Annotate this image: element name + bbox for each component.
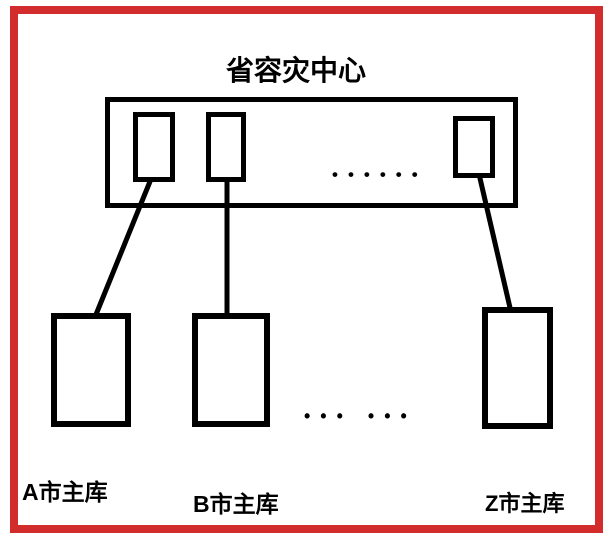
dr-slot-n-box	[453, 116, 495, 178]
city-a-db-label: A市主库	[22, 479, 108, 505]
diagram-title: 省容灾中心	[226, 55, 367, 86]
city-b-db-label: B市主库	[193, 491, 279, 517]
ellipsis-top: ••••••	[332, 165, 428, 184]
city-b-db-box	[192, 313, 270, 427]
dr-slot-1-box	[133, 112, 175, 182]
outer-frame	[10, 6, 603, 533]
city-z-db-box	[482, 307, 553, 429]
ellipsis-bottom: ••• •••	[304, 406, 417, 426]
dr-slot-2-box	[206, 112, 246, 182]
city-z-db-label: Z市主库	[485, 491, 565, 516]
province-dr-center-box	[105, 97, 518, 208]
city-a-db-box	[51, 313, 131, 427]
